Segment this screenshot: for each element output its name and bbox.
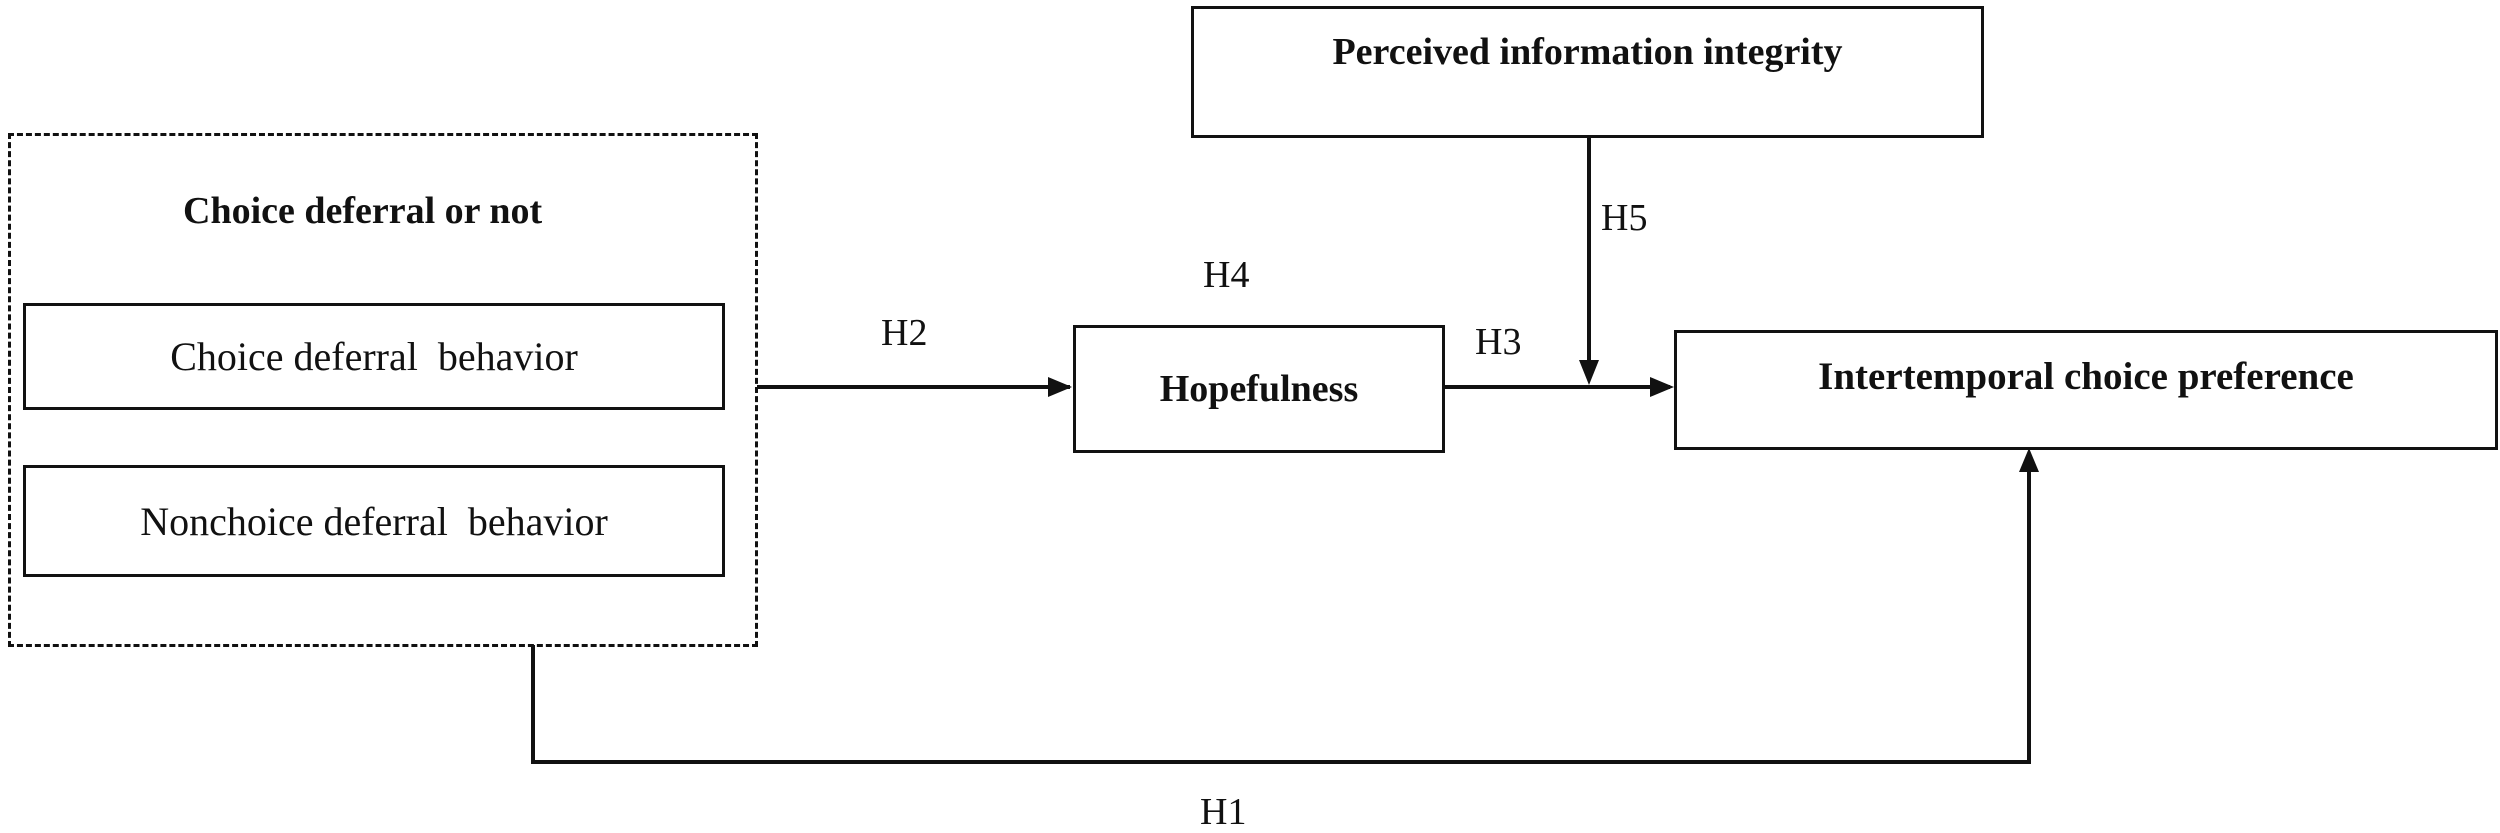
hypothesis-h2-label: H2 [881, 312, 928, 354]
arrow-h1 [531, 455, 2031, 764]
hypothesis-h4-label: H4 [1203, 254, 1250, 296]
nonchoice-deferral-behavior-box: Nonchoice deferral behavior [23, 465, 725, 577]
hopefulness-box: Hopefulness [1073, 325, 1445, 453]
hypothesis-h5-label: H5 [1601, 197, 1648, 239]
intertemporal-choice-preference-box: Intertemporal choice preference [1674, 330, 2498, 450]
hypothesis-h3-label: H3 [1475, 321, 1522, 363]
arrow-h1-head [2019, 448, 2039, 472]
arrow-h5-head [1579, 360, 1599, 385]
arrow-h2-head [1048, 377, 1072, 397]
perceived-information-integrity-box: Perceived information integrity [1191, 6, 1984, 138]
choice-deferral-group [8, 133, 758, 647]
choice-deferral-behavior-box: Choice deferral behavior [23, 303, 725, 410]
intertemporal-choice-preference-label: Intertemporal choice preference [1818, 354, 2354, 398]
choice-deferral-group-title: Choice deferral or not [183, 190, 543, 232]
perceived-information-integrity-label: Perceived information integrity [1332, 31, 1843, 73]
choice-deferral-behavior-label: Choice deferral behavior [170, 334, 578, 379]
nonchoice-deferral-behavior-label: Nonchoice deferral behavior [140, 498, 608, 544]
arrow-h3-head [1650, 377, 1674, 397]
hopefulness-label: Hopefulness [1159, 368, 1359, 410]
hypothesis-h1-label: H1 [1200, 791, 1247, 833]
